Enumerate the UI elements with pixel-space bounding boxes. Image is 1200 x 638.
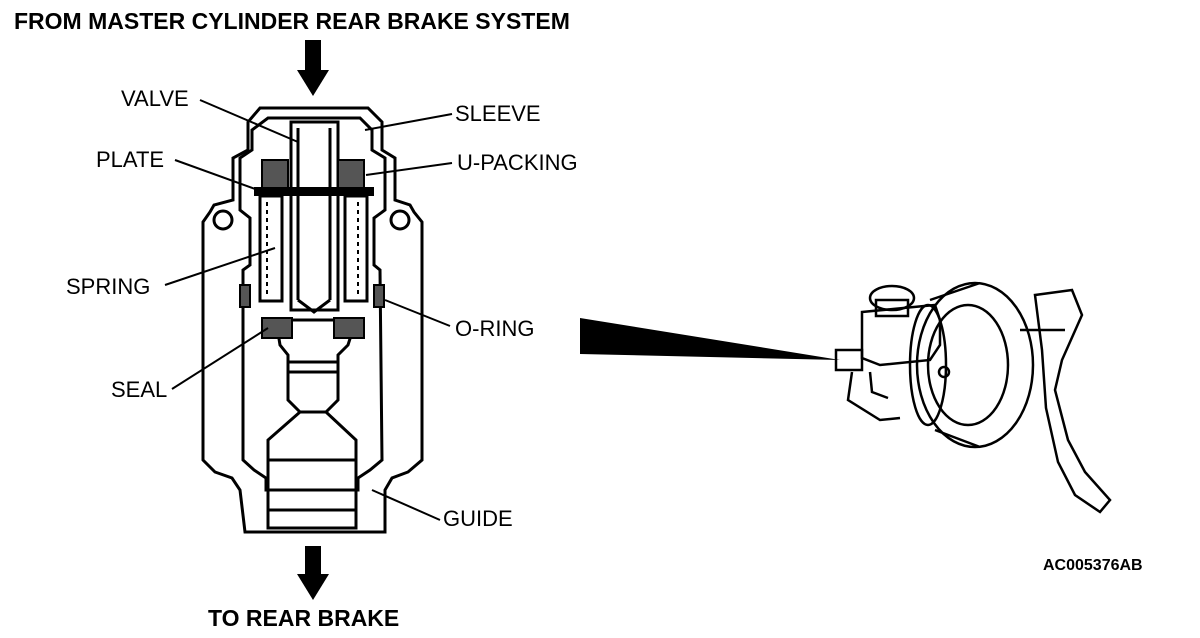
brake-booster-assembly	[834, 281, 1112, 514]
inflow-arrow-icon	[297, 40, 329, 96]
label-plate: PLATE	[96, 147, 165, 172]
label-guide: GUIDE	[443, 506, 513, 531]
leader-lines	[164, 99, 453, 521]
label-sleeve: SLEEVE	[455, 101, 541, 126]
label-spring: SPRING	[66, 274, 151, 299]
valve-body	[201, 106, 424, 534]
figure-code: AC005376AB	[1043, 557, 1143, 574]
label-valve: VALVE	[121, 86, 189, 111]
label-u-packing: U-PACKING	[457, 150, 578, 175]
seal-parts	[239, 159, 385, 339]
outflow-arrow-icon	[297, 546, 329, 600]
title-bottom: TO REAR BRAKE	[208, 605, 400, 631]
title-top: FROM MASTER CYLINDER REAR BRAKE SYSTEM	[14, 8, 570, 34]
pointer-wedge	[580, 318, 840, 360]
label-o-ring: O-RING	[455, 316, 535, 341]
label-seal: SEAL	[111, 377, 168, 402]
